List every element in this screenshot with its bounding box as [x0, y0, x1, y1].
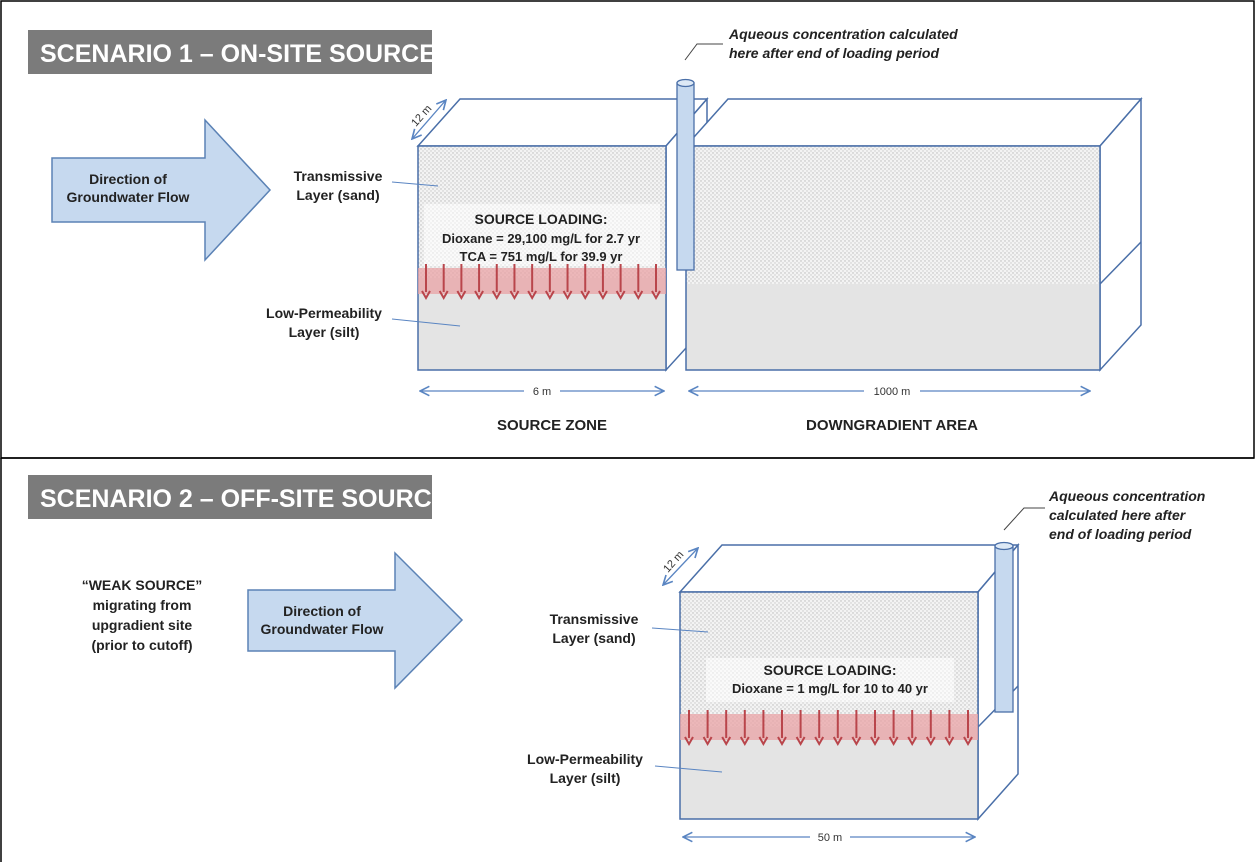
scenario1-loading-arrow [421, 264, 431, 301]
scenario2-monitoring-well [994, 507, 1045, 713]
scenario1-loading-arrow [456, 264, 467, 301]
scenario2-title: SCENARIO 2 – OFF-SITE SOURCE [40, 485, 448, 513]
scenario2-low-perm-leader [654, 765, 723, 773]
scenario1-loading-arrow [544, 264, 555, 301]
scenario2-flow-label-2: Groundwater Flow [261, 621, 384, 637]
scenario1-zone-downgradient: DOWNGRADIENT AREA [806, 417, 978, 434]
scenario1-loading-arrow [562, 264, 573, 301]
scenario1-loading-title: SOURCE LOADING: [475, 211, 608, 227]
scenario2-flow-label-1: Direction of [283, 603, 361, 619]
scenario2-loading-arrow [684, 710, 694, 747]
scenario2-loading-arrow [814, 710, 825, 747]
scenario1-loading-line1: Dioxane = 29,100 mg/L for 2.7 yr [442, 231, 640, 246]
scenario2-loading-line1: Dioxane = 1 mg/L for 10 to 40 yr [732, 681, 928, 696]
scenario2-transmissive-leader [651, 627, 709, 633]
scenario2-low-perm-label-1: Low-Permeability [527, 751, 643, 767]
scenario1-transmissive-label-1: Transmissive [294, 168, 383, 184]
scenario2-loading-arrow [907, 710, 918, 747]
scenario1-loading-arrow [491, 264, 502, 301]
scenario2-depth-label: 12 m [661, 549, 686, 575]
scenario2-transmissive-label-1: Transmissive [550, 611, 639, 627]
scenario1-transmissive-leader [391, 181, 439, 187]
scenario1-loading-arrow [615, 264, 626, 301]
scenario1-low-perm-label-2: Layer (silt) [289, 324, 360, 340]
scenario1-depth-label: 12 m [409, 103, 434, 129]
scenario2-well-note-3: end of loading period [1049, 526, 1192, 542]
scenario2-loading-arrow [739, 710, 750, 747]
scenario2-weak-source-3: upgradient site [92, 617, 193, 633]
scenario1-well-note-2: here after end of loading period [729, 45, 939, 61]
scenario2-loading-title: SOURCE LOADING: [764, 662, 897, 678]
scenario1-loading-arrow [509, 264, 520, 301]
scenario1-loading-arrow [438, 264, 449, 301]
scenario1-downgradient-width-label: 1000 m [874, 386, 911, 398]
scenario1-loading-arrow [474, 264, 484, 301]
scenario1-loading-arrow [527, 264, 538, 301]
scenario2-loading-arrow [721, 710, 732, 747]
scenario2-loading-arrow [851, 710, 862, 747]
scenario1-flow-label-2: Groundwater Flow [67, 189, 190, 205]
scenario1-loading-line2: TCA = 751 mg/L for 39.9 yr [460, 249, 623, 264]
scenario2-loading-arrow [963, 710, 973, 747]
scenario2-loading-arrow [832, 710, 843, 747]
scenario1-downgradient-low-perm-layer [686, 284, 1100, 370]
scenario2-title-banner: SCENARIO 2 – OFF-SITE SOURCE [28, 475, 448, 519]
scenario1-loading-arrow [633, 264, 644, 301]
scenario2-transmissive-label-2: Layer (sand) [552, 630, 635, 646]
scenario2-weak-source-4: (prior to cutoff) [91, 637, 192, 653]
scenario1-flow-arrow: Direction of Groundwater Flow [51, 118, 272, 262]
scenario1-title-banner: SCENARIO 1 – ON-SITE SOURCE [28, 30, 436, 74]
scenario2-loading-arrow [944, 710, 955, 747]
scenario2-source-box [678, 542, 1020, 821]
scenario1-source-loading: SOURCE LOADING: Dioxane = 29,100 mg/L fo… [424, 204, 660, 266]
scenario1-depth-dimension [412, 100, 446, 139]
scenario2-weak-source-2: migrating from [93, 597, 192, 613]
scenario2-loading-arrow [795, 710, 806, 747]
scenario1-transmissive-label-2: Layer (sand) [296, 187, 379, 203]
scenario2-loading-arrow [888, 710, 899, 747]
scenario2-loading-arrow [925, 710, 936, 747]
scenario1-loading-band [418, 264, 666, 301]
scenario1-monitoring-well [676, 43, 723, 271]
scenario1-source-width-label: 6 m [533, 386, 551, 398]
scenario2-loading-arrow [777, 710, 787, 747]
scenario1-low-perm-label-1: Low-Permeability [266, 305, 382, 321]
scenario2-width-label: 50 m [818, 832, 842, 844]
scenario1-well-note-1: Aqueous concentration calculated [728, 26, 958, 42]
scenario2-loading-arrow [758, 710, 769, 747]
scenario2-well-note-2: calculated here after [1049, 507, 1187, 523]
scenario1-flow-label-1: Direction of [89, 171, 167, 187]
scenario2-weak-source-1: “WEAK SOURCE” [82, 577, 203, 593]
scenario2-loading-arrow [702, 710, 713, 747]
scenario2-loading-band [680, 710, 978, 747]
scenario1-low-perm-leader [391, 318, 461, 327]
scenario1-zone-source: SOURCE ZONE [497, 417, 607, 434]
scenario2-flow-arrow: Direction of Groundwater Flow [247, 551, 464, 690]
scenario1-downgradient-transmissive-layer [686, 146, 1100, 284]
scenario2-well-note-1: Aqueous concentration [1048, 488, 1205, 504]
scenario1-title: SCENARIO 1 – ON-SITE SOURCE [40, 40, 436, 68]
scenario1-loading-arrow [598, 264, 608, 301]
scenario2-source-loading: SOURCE LOADING: Dioxane = 1 mg/L for 10 … [706, 658, 954, 702]
scenario2-low-perm-label-2: Layer (silt) [550, 770, 621, 786]
scenario1-loading-arrow [651, 264, 661, 301]
scenario1-downgradient-box [684, 96, 1143, 372]
scenario2-loading-arrow [870, 710, 880, 747]
scenario1-loading-arrow [580, 264, 591, 301]
scenario2-depth-dimension [663, 548, 698, 585]
scenario2-low-perm-layer [680, 727, 978, 819]
